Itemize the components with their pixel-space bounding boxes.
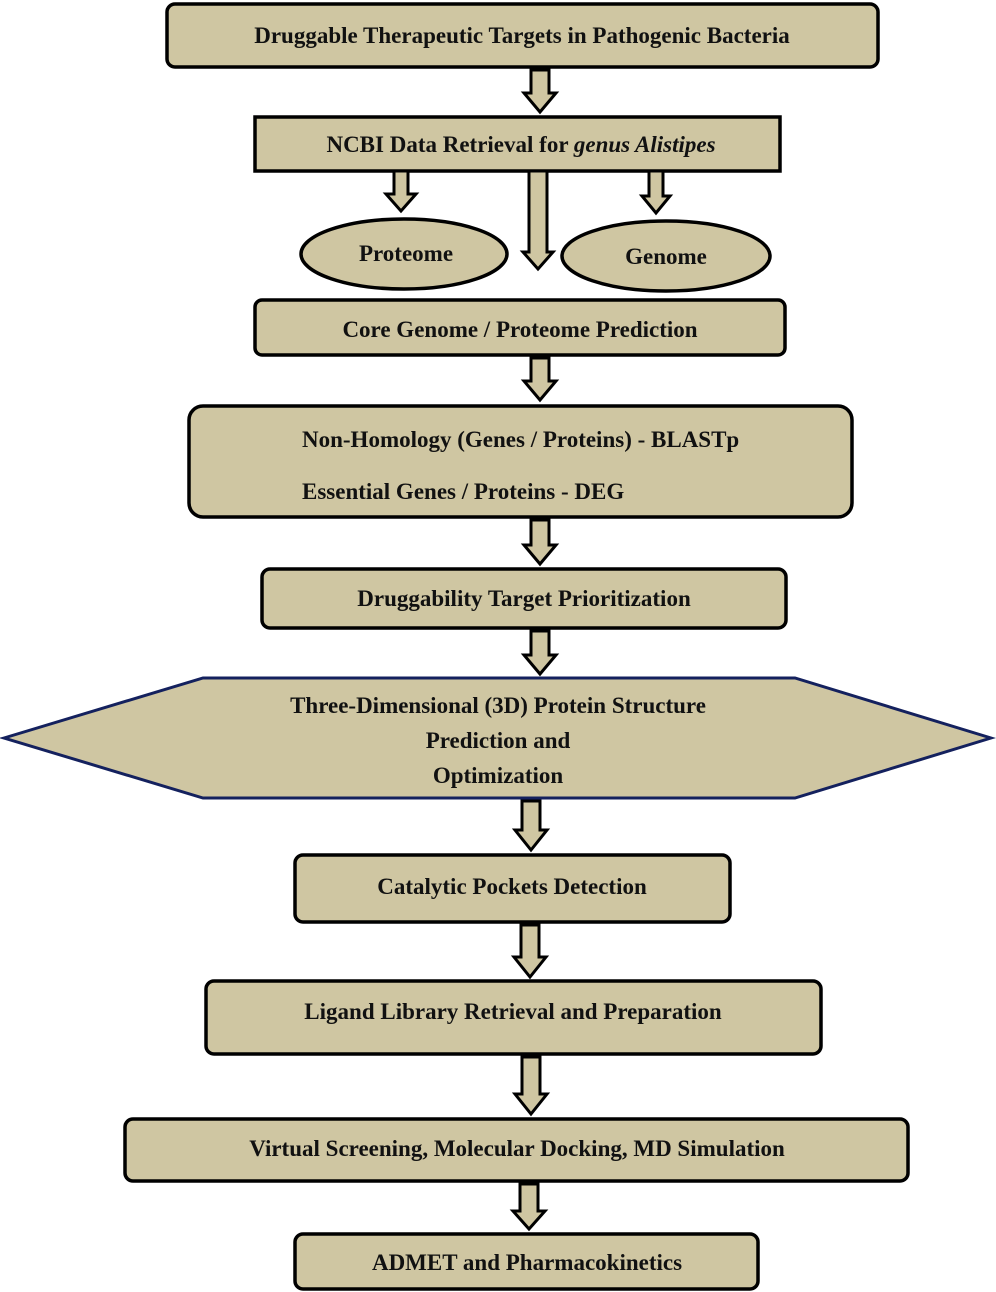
structure-label-line3: Optimization <box>433 763 564 788</box>
ligand-label: Ligand Library Retrieval and Preparation <box>304 999 722 1024</box>
screening-box <box>123 1117 910 1183</box>
arrow-ligand-to-screening <box>511 1055 551 1117</box>
core-prediction-box <box>253 298 787 357</box>
homology-essential-box <box>187 404 854 519</box>
arrow-core-to-homology <box>520 356 560 403</box>
pockets-label: Catalytic Pockets Detection <box>377 874 647 899</box>
proteome-label: Proteome <box>359 241 453 266</box>
ncbi-label-prefix: NCBI Data Retrieval for <box>326 132 573 157</box>
arrow-pockets-to-ligand <box>510 923 550 980</box>
arrow-homology-to-prioritization <box>520 518 560 567</box>
arrow-screening-to-admet <box>509 1182 549 1232</box>
prioritization-box <box>260 567 788 630</box>
admet-box <box>293 1232 760 1291</box>
proteome-ellipse <box>299 217 509 291</box>
title-label: Druggable Therapeutic Targets in Pathoge… <box>254 23 790 48</box>
genome-label: Genome <box>625 244 707 269</box>
pockets-box <box>293 853 732 924</box>
structure-prediction-hexagon <box>0 676 996 800</box>
non-homology-label: Non-Homology (Genes / Proteins) - BLASTp <box>302 427 739 452</box>
title-box <box>165 2 880 69</box>
ncbi-label-genus: genus Alistipes <box>573 132 716 157</box>
arrow-structure-to-pockets <box>511 799 551 853</box>
admet-label: ADMET and Pharmacokinetics <box>372 1250 682 1275</box>
screening-label: Virtual Screening, Molecular Docking, MD… <box>249 1136 785 1161</box>
core-prediction-label: Core Genome / Proteome Prediction <box>342 317 697 342</box>
prioritization-label: Druggability Target Prioritization <box>357 586 691 611</box>
genome-ellipse <box>560 219 772 293</box>
arrow-ncbi-to-proteome <box>382 169 420 214</box>
structure-label-line2: Prediction and <box>426 728 571 753</box>
arrow-ncbi-to-genome <box>638 169 674 216</box>
essential-label: Essential Genes / Proteins - DEG <box>302 479 624 504</box>
ligand-box <box>204 979 823 1056</box>
arrow-prioritization-to-structure <box>520 629 560 677</box>
structure-label-line1: Three-Dimensional (3D) Protein Structure <box>290 693 706 718</box>
ncbi-label: NCBI Data Retrieval for genus Alistipes <box>326 132 715 157</box>
arrow-title-to-ncbi <box>520 68 560 115</box>
ncbi-box <box>253 115 782 173</box>
arrow-ncbi-to-core <box>519 169 557 272</box>
